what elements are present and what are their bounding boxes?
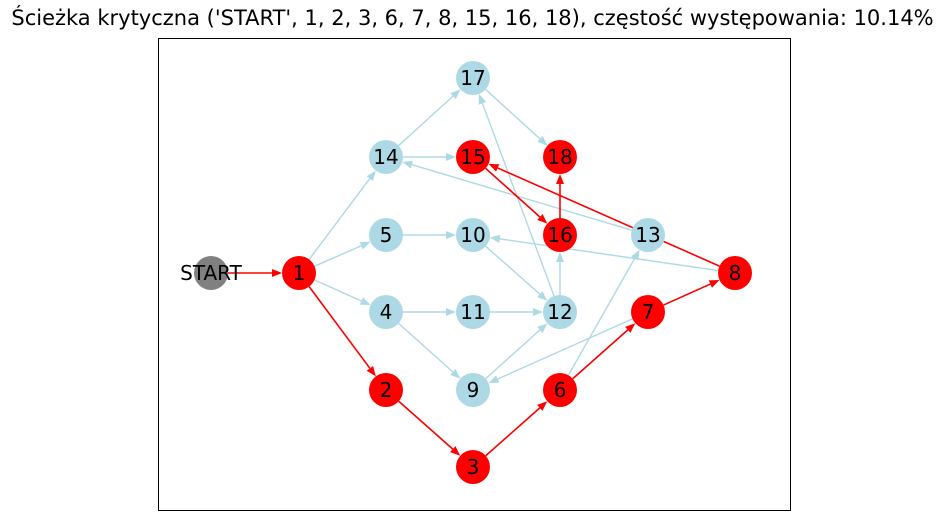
edge-1-14	[308, 170, 376, 260]
edge-4-11	[403, 308, 456, 316]
node-5-circle	[369, 218, 403, 252]
node-1: 1	[282, 256, 316, 290]
node-9-circle	[456, 373, 490, 407]
node-16-label: 16	[547, 223, 572, 247]
node-8-label: 8	[729, 261, 742, 285]
node-14-label: 14	[373, 145, 398, 169]
chart-title: Ścieżka krytyczna ('START', 1, 2, 3, 6, …	[11, 6, 934, 30]
node-18-circle	[543, 140, 577, 174]
node-10-circle	[456, 218, 490, 252]
edge-14-15	[403, 153, 456, 161]
node-14: 14	[369, 140, 403, 174]
node-15-label: 15	[460, 145, 485, 169]
edge-start-1	[228, 269, 282, 277]
edges-layer	[228, 88, 720, 457]
node-17-circle	[456, 61, 490, 95]
edge-6-7	[572, 323, 636, 380]
node-8-circle	[718, 256, 752, 290]
node-11: 11	[456, 295, 490, 329]
node-7-circle	[631, 295, 665, 329]
edge-4-9	[398, 322, 461, 379]
node-16: 16	[543, 218, 577, 252]
edge-5-10	[403, 231, 456, 239]
edge-2-3	[398, 400, 461, 456]
node-10: 10	[456, 218, 490, 252]
node-start: START	[180, 256, 243, 290]
node-2-circle	[369, 373, 403, 407]
edge-8-10	[489, 234, 719, 272]
node-start-circle	[194, 256, 228, 290]
edge-6-13	[567, 249, 640, 376]
node-4-label: 4	[380, 300, 393, 324]
node-16-circle	[543, 218, 577, 252]
node-start-label: START	[180, 261, 242, 285]
edge-14-17	[398, 89, 461, 147]
edge-11-12	[490, 308, 543, 316]
node-4-circle	[369, 295, 403, 329]
node-12-label: 12	[547, 300, 572, 324]
node-17: 17	[456, 61, 490, 95]
node-13: 13	[631, 218, 665, 252]
node-9-label: 9	[467, 378, 480, 402]
node-15: 15	[456, 140, 490, 174]
node-2-label: 2	[380, 378, 393, 402]
node-4: 4	[369, 295, 403, 329]
edge-12-16	[556, 252, 564, 295]
edge-10-12	[485, 245, 548, 301]
edge-3-6	[485, 401, 548, 457]
node-7-label: 7	[642, 300, 655, 324]
node-5-label: 5	[380, 223, 393, 247]
node-6: 6	[543, 373, 577, 407]
node-9: 9	[456, 373, 490, 407]
node-2: 2	[369, 373, 403, 407]
node-3-label: 3	[467, 455, 480, 479]
edge-7-9	[488, 318, 633, 384]
node-12: 12	[543, 295, 577, 329]
edge-8-15	[488, 163, 720, 267]
edge-17-18	[485, 88, 548, 146]
edge-1-5	[314, 241, 371, 267]
edge-1-4	[314, 279, 371, 306]
node-1-label: 1	[293, 261, 306, 285]
node-13-label: 13	[635, 223, 660, 247]
edge-9-12	[485, 323, 548, 380]
node-14-circle	[369, 140, 403, 174]
node-5: 5	[369, 218, 403, 252]
node-3-circle	[456, 450, 490, 484]
edge-16-18	[556, 174, 564, 218]
node-17-label: 17	[460, 66, 485, 90]
edge-13-14	[402, 160, 632, 231]
node-11-circle	[456, 295, 490, 329]
node-1-circle	[282, 256, 316, 290]
node-6-label: 6	[554, 378, 567, 402]
plot-frame	[158, 38, 791, 511]
node-13-circle	[631, 218, 665, 252]
edge-12-17	[478, 93, 555, 297]
edge-7-8	[663, 279, 720, 306]
edge-1-2	[308, 286, 376, 377]
node-11-label: 11	[460, 300, 485, 324]
node-18: 18	[543, 140, 577, 174]
node-10-label: 10	[460, 223, 485, 247]
node-12-circle	[543, 295, 577, 329]
node-3: 3	[456, 450, 490, 484]
node-8: 8	[718, 256, 752, 290]
edge-15-16	[485, 167, 548, 224]
node-15-circle	[456, 140, 490, 174]
node-18-label: 18	[547, 145, 572, 169]
node-6-circle	[543, 373, 577, 407]
node-7: 7	[631, 295, 665, 329]
